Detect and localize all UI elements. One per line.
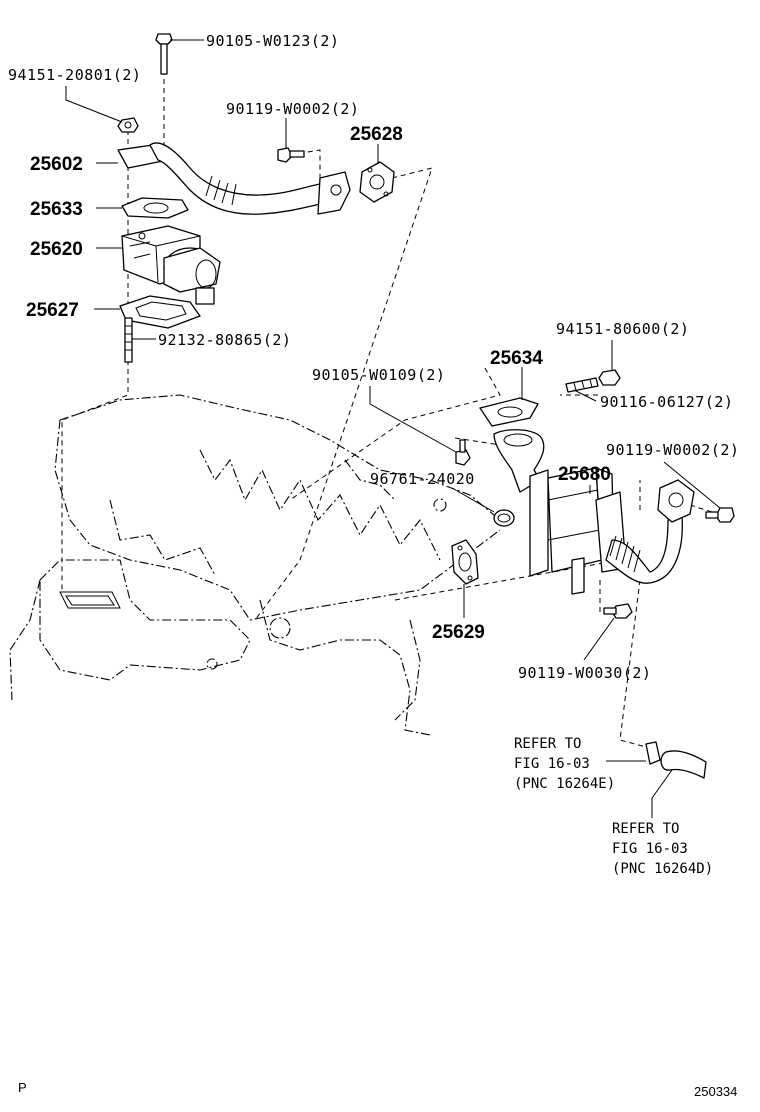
label-90116-06127: 90116-06127(2) xyxy=(600,393,733,411)
bolt-90119-w0002-right xyxy=(705,507,735,523)
reference-note-e: REFER TO FIG 16-03 (PNC 16264E) xyxy=(514,736,615,792)
label-90119-w0002-top: 90119-W0002(2) xyxy=(226,100,359,118)
label-90119-w0030: 90119-W0030(2) xyxy=(518,664,651,682)
leader-lines xyxy=(65,39,721,818)
bolt-90105-w0123 xyxy=(155,33,173,75)
engine-outline xyxy=(9,394,501,736)
label-94151-80600: 94151-80600(2) xyxy=(556,320,689,338)
label-96761-24020: 96761-24020 xyxy=(370,470,475,488)
ref-e-line3: (PNC 16264E) xyxy=(514,776,615,792)
label-25633: 25633 xyxy=(30,199,83,220)
label-90105-w0123: 90105-W0123(2) xyxy=(206,32,339,50)
label-25628: 25628 xyxy=(350,124,403,145)
label-25634: 25634 xyxy=(490,348,543,369)
diagram-number: 250334 xyxy=(694,1084,737,1099)
nut-94151-80600 xyxy=(598,369,621,386)
label-25620: 25620 xyxy=(30,239,83,260)
egr-valve-25620 xyxy=(121,225,221,305)
gasket-25628 xyxy=(359,161,395,203)
egr-cooler-25680 xyxy=(493,429,695,595)
nut-94151-20801 xyxy=(117,117,139,133)
label-25627: 25627 xyxy=(26,300,79,321)
label-25680: 25680 xyxy=(558,464,611,485)
label-90105-w0109: 90105-W0109(2) xyxy=(312,366,445,384)
gasket-25634 xyxy=(479,397,539,427)
gasket-25633 xyxy=(121,197,189,219)
corner-mark: P xyxy=(18,1080,27,1095)
ref-d-line2: FIG 16-03 xyxy=(612,841,688,857)
stud-90116-06127 xyxy=(565,377,599,393)
part-labels: 90105-W0123(2) 94151-20801(2) 90119-W000… xyxy=(8,32,739,682)
ref-d-line1: REFER TO xyxy=(612,821,679,837)
ref-e-line1: REFER TO xyxy=(514,736,581,752)
bolt-90119-w0002-top xyxy=(277,147,305,163)
label-25602: 25602 xyxy=(30,154,83,175)
stud-92132-80865 xyxy=(124,317,133,363)
label-94151-20801: 94151-20801(2) xyxy=(8,66,141,84)
egr-pipe-25602 xyxy=(117,142,351,215)
hose-assembly xyxy=(645,741,707,779)
gasket-25629 xyxy=(451,539,479,585)
label-92132-80865: 92132-80865(2) xyxy=(158,331,291,349)
bolt-90105-w0109 xyxy=(455,439,471,466)
label-90119-w0002-right: 90119-W0002(2) xyxy=(606,441,739,459)
o-ring-96761-24020 xyxy=(493,509,515,527)
bolt-90119-w0030 xyxy=(603,603,633,619)
label-25629: 25629 xyxy=(432,622,485,643)
ref-d-line3: (PNC 16264D) xyxy=(612,861,713,877)
ref-e-line2: FIG 16-03 xyxy=(514,756,590,772)
reference-note-d: REFER TO FIG 16-03 (PNC 16264D) xyxy=(612,821,713,877)
